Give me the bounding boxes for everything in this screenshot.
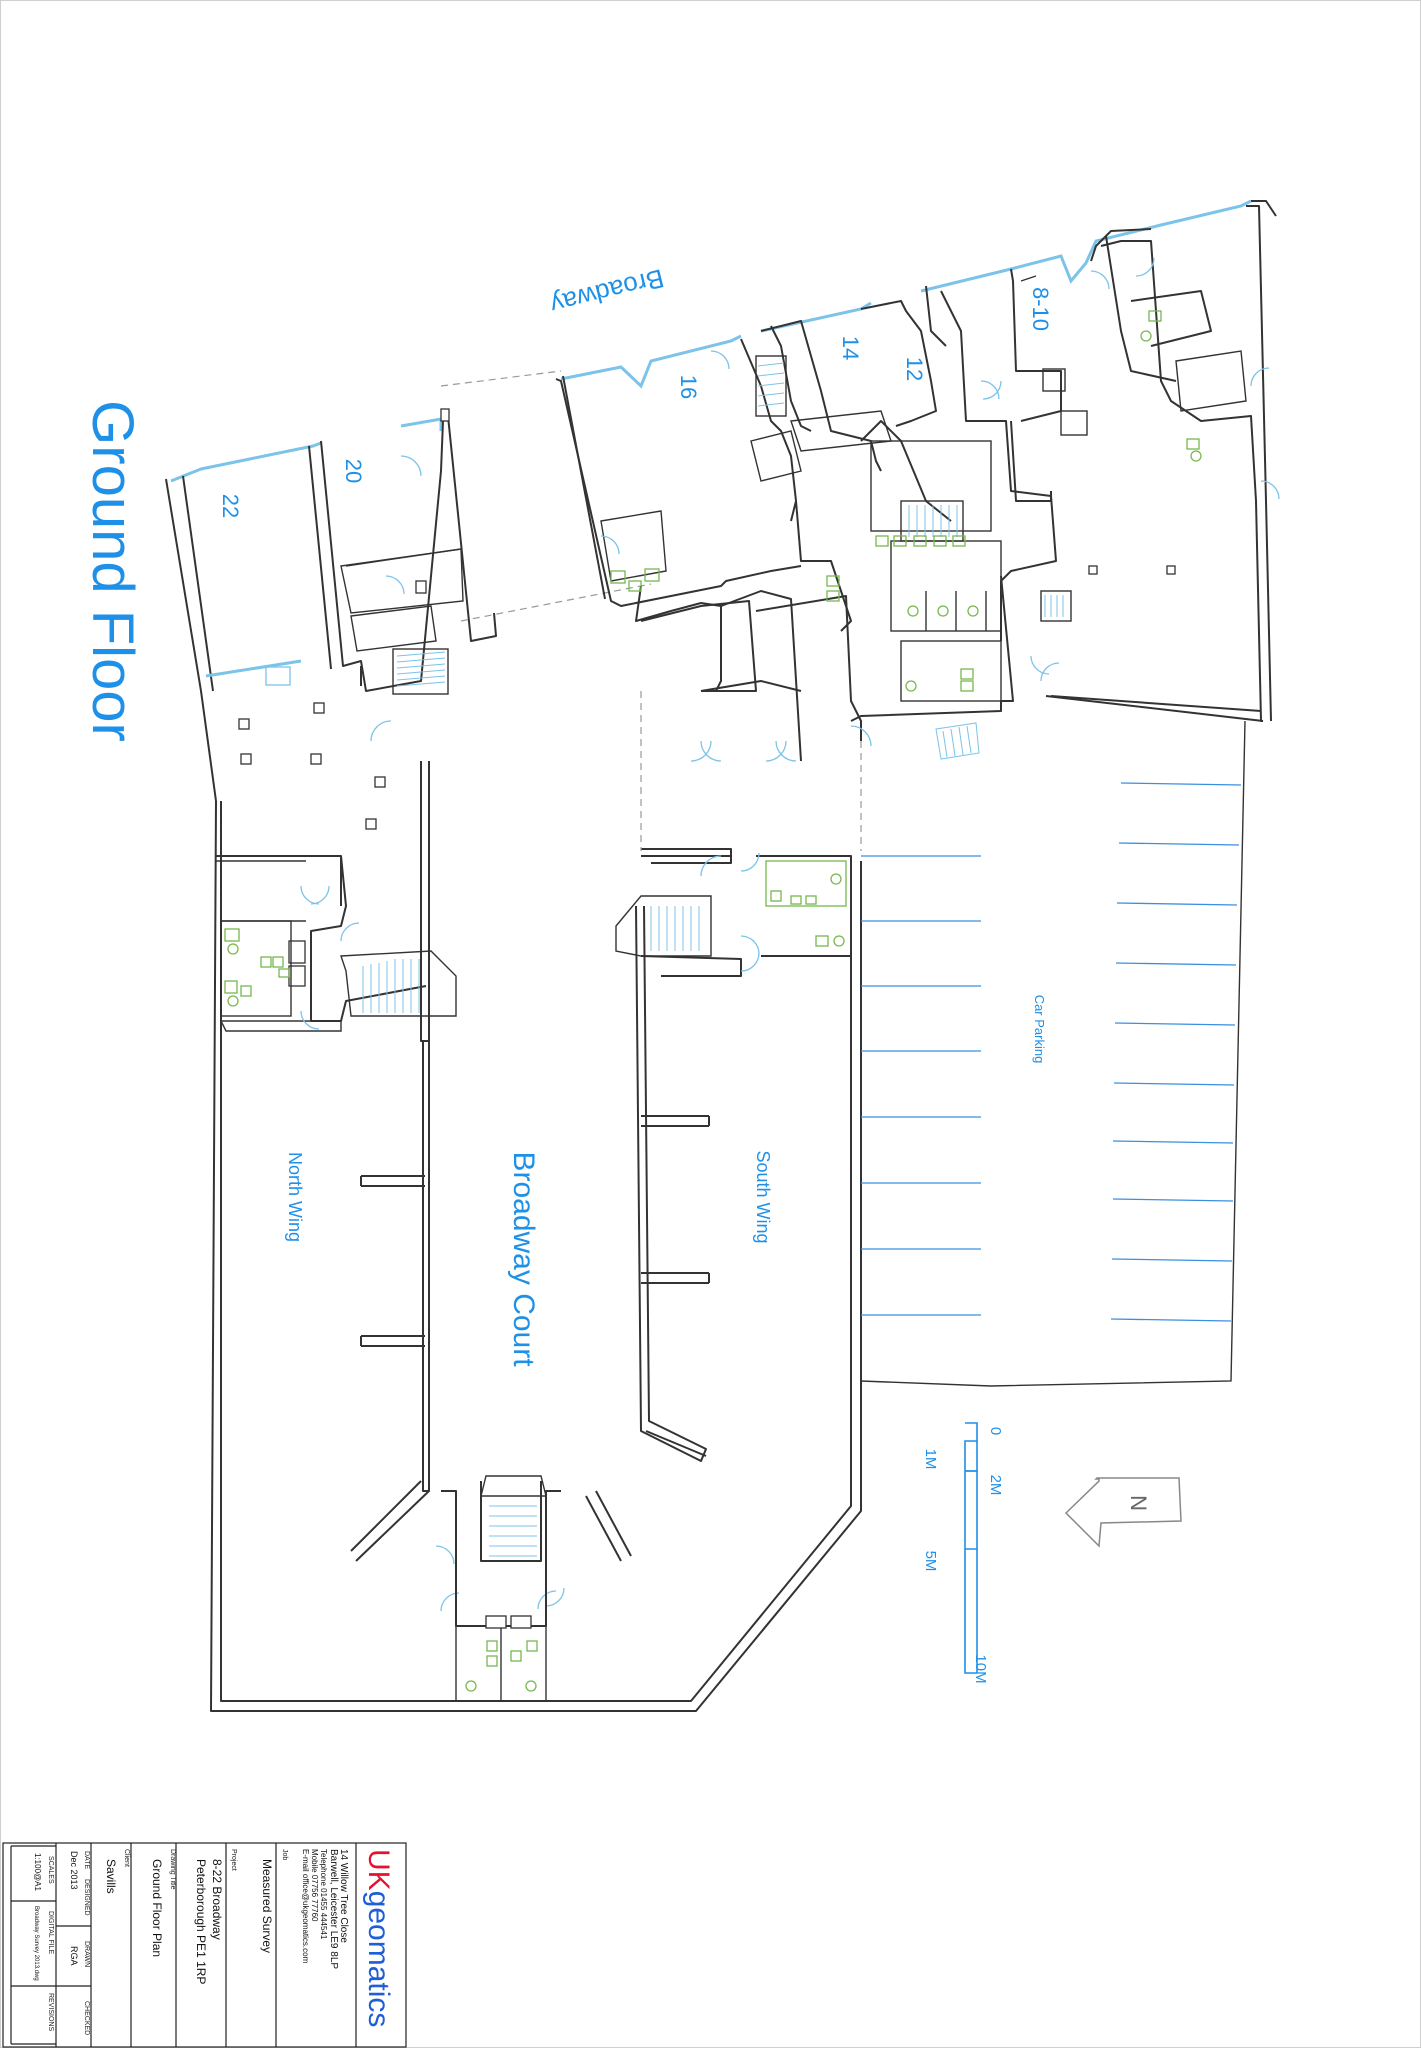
- unit-label-20: 20: [341, 459, 366, 483]
- date-caption: DATE: [83, 1851, 90, 1869]
- scale-bar: [964, 1422, 978, 1674]
- scale-label-1m: 1M: [922, 1449, 939, 1470]
- south-block-toilets: [610, 310, 1202, 692]
- job-value: Measured Survey: [260, 1859, 274, 1953]
- court-south-core: [350, 1430, 707, 1702]
- south-wing-label: South Wing: [753, 1150, 773, 1243]
- company-telephone: Telephone 01455 444541: [319, 1849, 328, 1940]
- scale-value: 1:100@A1: [33, 1853, 42, 1891]
- title-block: [2, 1842, 407, 2048]
- company-mobile: Mobile 07756 77760: [310, 1849, 319, 1922]
- south-block-walls: [555, 200, 1277, 722]
- job-caption: Job: [281, 1849, 288, 1860]
- north-wing-toilets: [224, 928, 290, 1007]
- checked-caption: CHECKED: [83, 2001, 90, 2035]
- north-stair: [392, 648, 449, 695]
- scale-label-2m: 2M: [987, 1475, 1004, 1496]
- company-logo-uk: UK: [362, 1849, 395, 1891]
- project-caption: Project: [230, 1849, 237, 1871]
- unit-label-8-10: 8-10: [1028, 287, 1053, 331]
- company-email: E-mail office@ukgeomatics.com: [301, 1849, 310, 1964]
- north-wing-stair-core: [340, 950, 457, 1017]
- north-wing-walls: [210, 761, 862, 1712]
- street-label: Broadway: [547, 263, 666, 320]
- south-wing-toilets: [765, 860, 847, 947]
- unit-label-14: 14: [838, 336, 863, 360]
- central-lobby-walls: [635, 585, 862, 863]
- scale-label-5m: 5M: [922, 1551, 939, 1572]
- parking-bay-lines: [861, 782, 1242, 1322]
- scale-caption: SCALES: [47, 1856, 54, 1884]
- unit-label-22: 22: [218, 494, 243, 518]
- south-wing-stair-core: [615, 895, 712, 957]
- drawing-title-value: Ground Floor Plan: [150, 1859, 164, 1957]
- client-caption: Client: [123, 1849, 130, 1867]
- door-swings: [300, 257, 1280, 1612]
- company-address-1: 14 Willow Tree Close: [338, 1849, 349, 1943]
- car-parking-label: Car Parking: [1032, 995, 1047, 1064]
- designed-caption: DESIGNED: [83, 1879, 90, 1916]
- company-address-2: Barwell, Leicester LE9 8LP: [328, 1849, 339, 1969]
- project-line-1: 8-22 Broadway: [210, 1859, 224, 1940]
- south-wing-walls: [635, 848, 852, 1462]
- company-logo: UKgeomatics: [362, 1849, 395, 2027]
- company-logo-rest: geomatics: [362, 1891, 395, 2028]
- digital-file-value: Broadway Survey 2013.dwg: [33, 1906, 39, 1981]
- drawing-title-caption: Drawing Title: [169, 1849, 176, 1890]
- unit-label-12: 12: [902, 357, 927, 381]
- scale-label-10m: 10M: [972, 1654, 989, 1683]
- scale-label-0: 0: [987, 1427, 1004, 1435]
- plan-title: Ground Floor: [80, 400, 145, 742]
- unit-label-16: 16: [676, 375, 701, 399]
- project-line-2: Peterborough PE1 1RP: [194, 1859, 208, 1984]
- date-value: Dec 2013: [69, 1851, 79, 1890]
- north-block-walls: [165, 408, 497, 802]
- drawn-caption: DRAWN: [83, 1941, 90, 1967]
- digital-file-caption: DIGITAL FILE: [47, 1911, 54, 1955]
- broadway-court-label: Broadway Court: [507, 1151, 540, 1367]
- entrance-columns: [238, 580, 427, 830]
- title-block-text: UKgeomatics 14 Willow Tree Close Barwell…: [33, 1849, 395, 2035]
- north-arrow-symbol: [1064, 1477, 1182, 1548]
- drawn-value: RGA: [69, 1946, 79, 1966]
- north-wing-label: North Wing: [285, 1152, 305, 1242]
- south-block-stairs: [755, 355, 1072, 760]
- revisions-caption: REVISIONS: [47, 1993, 54, 2031]
- car-park-outline: [860, 720, 1246, 1387]
- north-arrow-letter: N: [1126, 1495, 1151, 1511]
- client-value: Savills: [104, 1859, 118, 1894]
